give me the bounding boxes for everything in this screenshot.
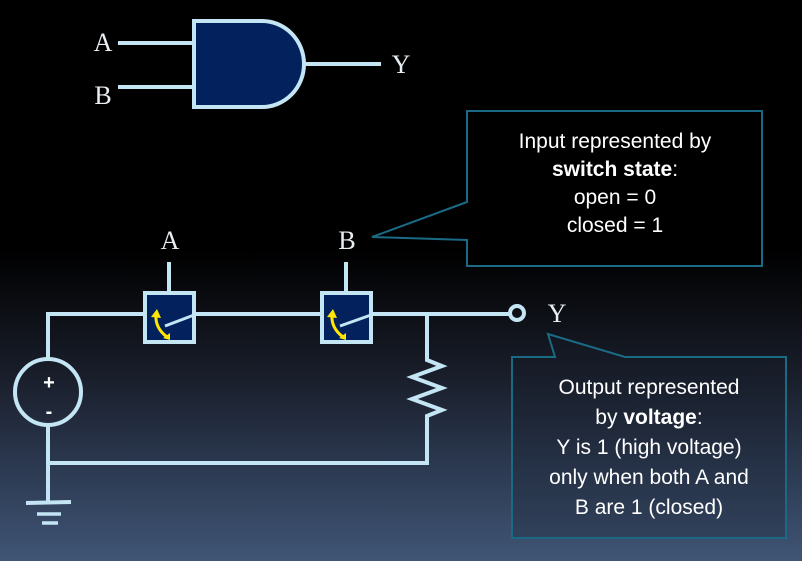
switch-a[interactable] [143, 291, 196, 344]
input-callout-line1: Input represented by [518, 130, 712, 153]
output-callout-line3: Y is 1 (high voltage) [556, 436, 742, 459]
input-callout-line3: open = 0 [573, 186, 657, 209]
gate-output-label: Y [392, 50, 411, 79]
voltage-source [13, 357, 83, 427]
output-terminal [508, 304, 526, 322]
source-plus-label: + [43, 372, 55, 394]
source-minus-label: - [46, 401, 53, 423]
resistor [48, 314, 448, 465]
output-callout-prefix: by [595, 406, 624, 429]
output-callout-line5: B are 1 (closed) [574, 496, 724, 519]
output-callout-text: Output represented by voltage: Y is 1 (h… [512, 373, 786, 523]
and-gate-body [192, 19, 306, 109]
input-callout-box [371, 110, 763, 267]
switch-circuit [13, 262, 526, 525]
gate-input-a-label: A [94, 28, 113, 57]
output-callout-line1: Output represented [558, 376, 740, 399]
circuit-output-label: Y [548, 299, 567, 328]
ground-icon [25, 500, 72, 505]
output-callout-box [511, 332, 787, 539]
wire-left-top [46, 312, 143, 359]
output-callout-line4: only when both A and [549, 466, 749, 489]
switch-a-label: A [161, 226, 180, 255]
input-callout-text: Input represented by switch state: open … [467, 128, 763, 240]
input-callout-colon: : [672, 158, 679, 181]
and-gate: A B Y [94, 19, 411, 110]
output-callout-bold: voltage [623, 406, 697, 429]
switch-b-label: B [338, 226, 355, 255]
input-callout-bold: switch state [551, 158, 673, 181]
gate-input-b-label: B [94, 81, 111, 110]
switch-b[interactable] [320, 291, 373, 344]
input-callout-line4: closed = 1 [566, 214, 664, 237]
output-callout-colon: : [696, 406, 703, 429]
